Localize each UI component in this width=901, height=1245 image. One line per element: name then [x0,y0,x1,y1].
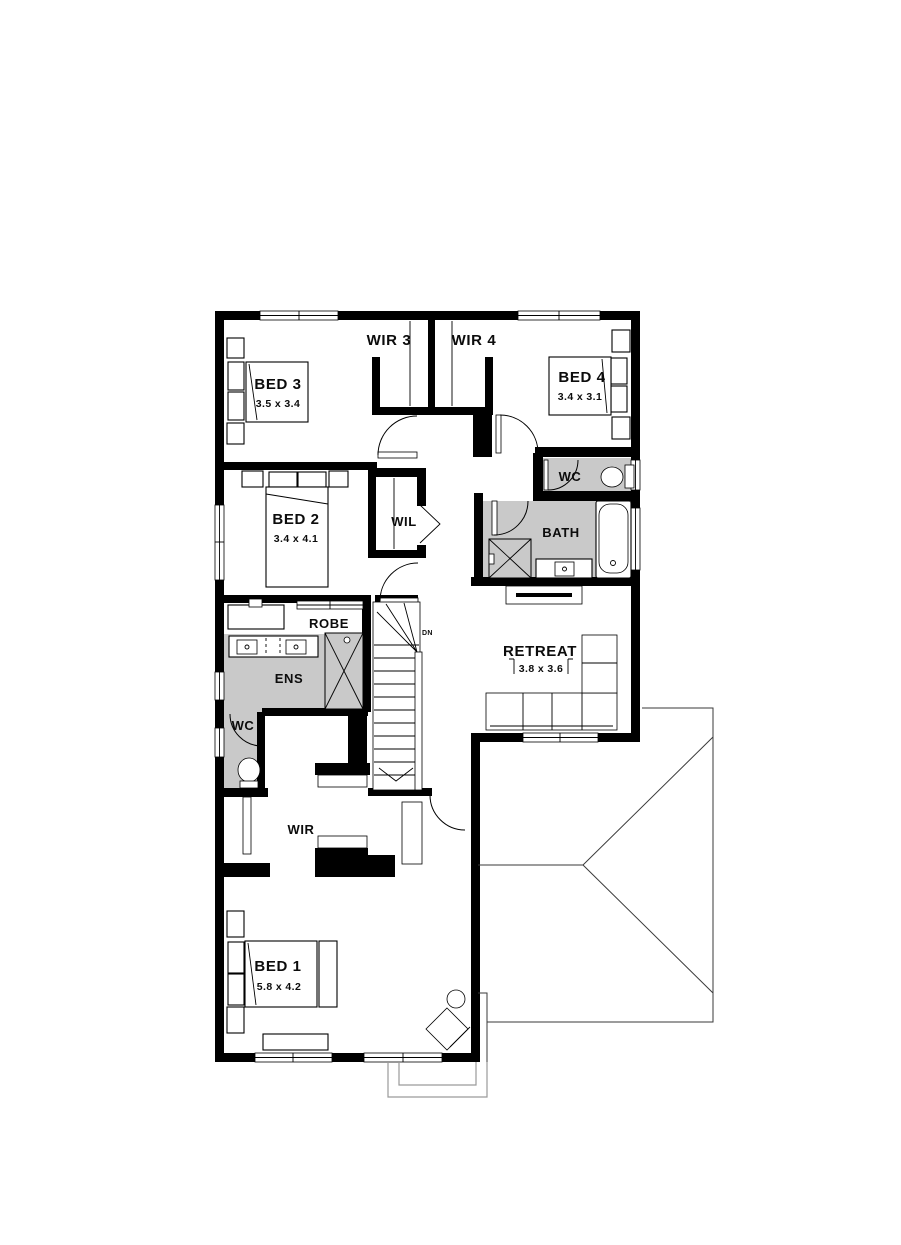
label-wir: WIR [287,822,314,837]
label-ens: ENS [275,671,304,686]
label-bed-4: BED 4 [558,369,605,386]
bed1-dresser [262,1033,329,1051]
retreat-sofa [485,634,618,731]
walls [215,311,640,1062]
label-bed-3: BED 3 [254,376,301,393]
label-bath: BATH [542,525,580,540]
bed1-furniture [226,910,471,1051]
bed1-chair [425,1007,469,1051]
stair-down-arrow [378,767,414,782]
label-wc-upper: WC [559,469,582,484]
label-wir-3: WIR 3 [367,332,412,349]
bed1-window-left [254,1052,333,1063]
retreat-dim-ticks [509,658,573,674]
stair-banister [414,651,423,791]
bed3-window [259,310,339,321]
wc-upper-door [543,459,579,491]
furniture [226,321,635,1051]
wc-upper-toilet [600,464,635,489]
ens-shower [324,632,364,710]
bath-vanity [535,558,593,579]
bed1-door [401,794,466,865]
wc-lower-toilet [237,757,261,789]
stairs: DN [372,601,433,791]
label-bed-2: BED 2 [272,511,319,528]
room-labels: BED 3 3.5 x 3.4 WIR 3 WIR 4 BED 4 3.4 x … [232,332,605,993]
label-wir-4: WIR 4 [452,332,497,349]
bed1-side-table [446,989,466,1009]
bath-shower [488,538,532,579]
label-robe: ROBE [309,616,349,631]
dims-retreat: 3.8 x 3.6 [519,663,563,675]
roof-outline [478,707,714,1062]
retreat-tv-unit [505,585,583,605]
label-wil: WIL [391,514,417,529]
porch-outline [387,1062,488,1098]
bed3-door [377,415,418,459]
wc-lower-window [214,727,225,758]
label-retreat: RETREAT [503,643,577,660]
bathtub [595,500,632,579]
bed4-door [495,414,539,454]
ens-vanity [228,635,319,658]
dims-bed-2: 3.4 x 4.1 [274,533,318,545]
label-wc-lower: WC [232,718,255,733]
bed3-furniture [226,337,309,445]
wc-lower-door [229,713,263,747]
bed4-furniture [548,329,631,440]
bed4-window [517,310,601,321]
windows [214,310,641,1063]
bed2-window [214,504,225,581]
ens-window [214,671,225,701]
bed2-furniture [241,470,349,588]
bed1-foot-bench [318,940,338,1008]
stair-winders [376,602,418,653]
dims-bed-4: 3.4 x 3.1 [558,391,602,403]
dims-bed-3: 3.5 x 3.4 [256,398,300,410]
bed1-window-right [363,1052,443,1063]
closet-rails [242,321,453,855]
dims-bed-1: 5.8 x 4.2 [257,981,301,993]
wil-bifold-door [419,504,441,544]
bed2-door [379,562,419,605]
bath-window [630,507,641,571]
robe-sliding-door [296,600,364,610]
bath-door [491,500,529,536]
doors [229,414,579,865]
label-bed-1: BED 1 [254,958,301,975]
stair-treads [374,644,419,776]
retreat-window [522,732,599,743]
stairs-down-label: DN [422,630,433,637]
ens-bathtub [227,598,285,630]
